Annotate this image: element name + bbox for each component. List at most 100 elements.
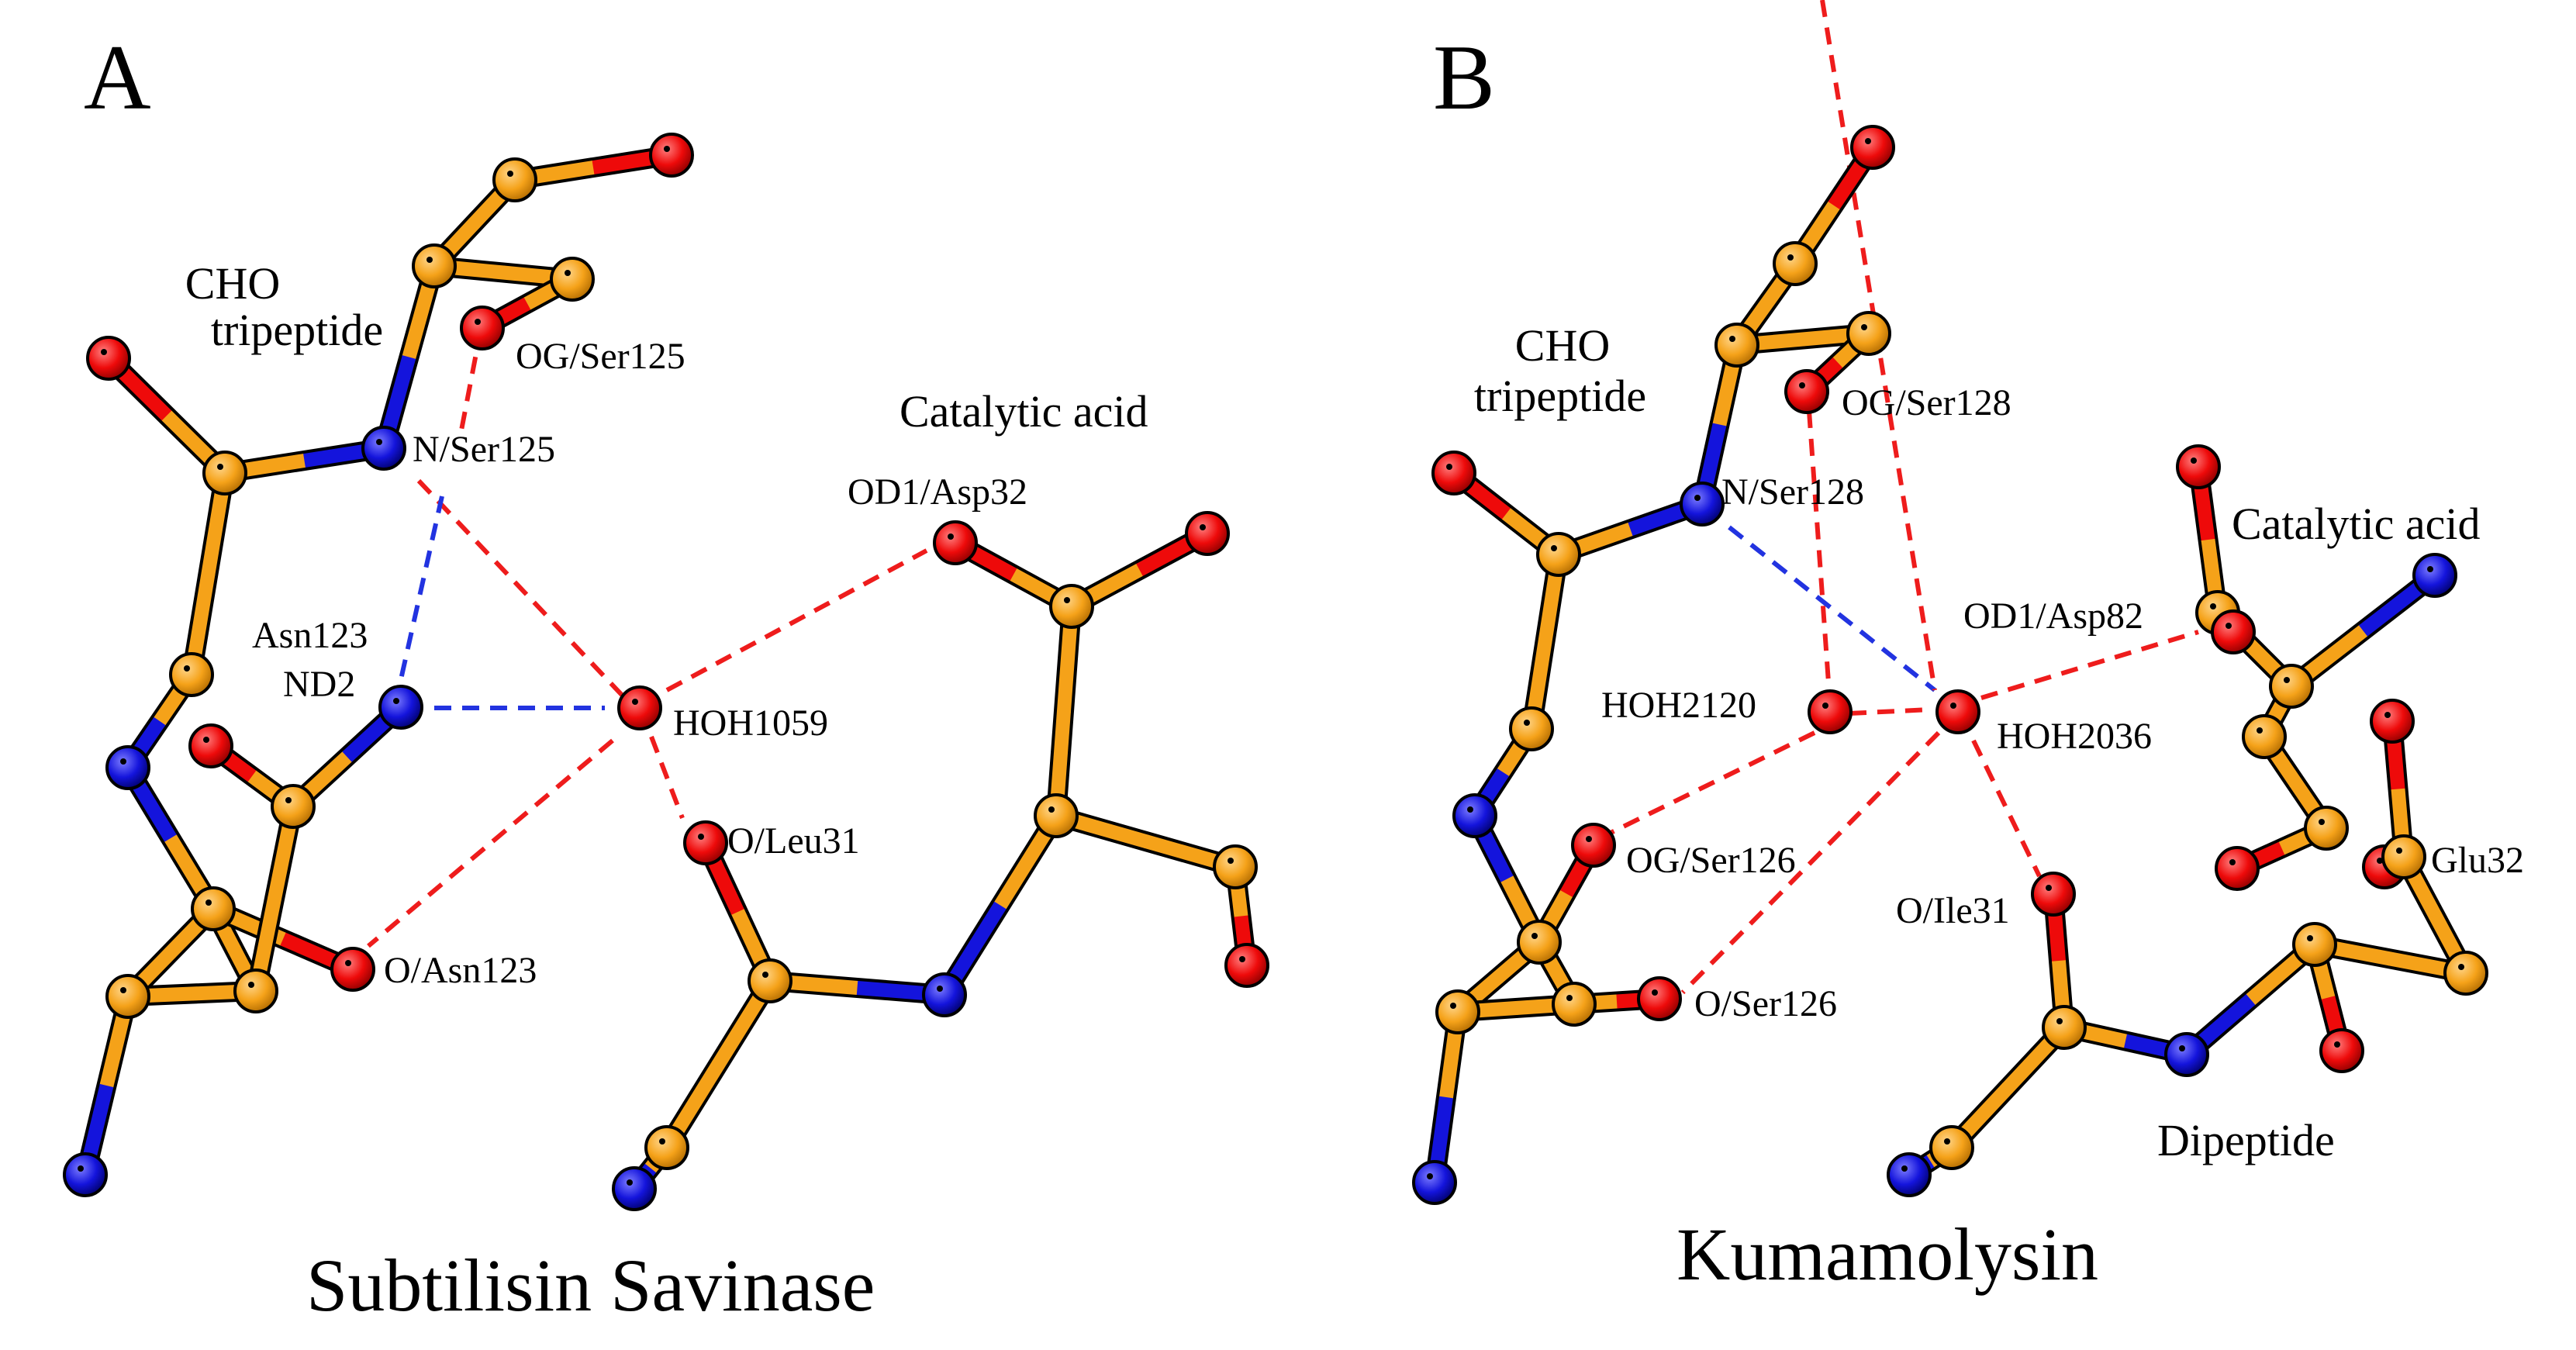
label-glu32: Glu32	[2431, 840, 2524, 881]
carbon-atom	[1517, 920, 1562, 965]
oxygen-atom	[649, 133, 694, 178]
panel-a-atoms	[63, 133, 1269, 1211]
nitrogen-atom	[63, 1152, 108, 1197]
carbon-atom	[492, 157, 537, 202]
label-od1-asp32: OD1/Asp32	[848, 471, 1027, 513]
panel-a-cho-label: CHO	[185, 258, 280, 309]
hbond-n125-hoh	[416, 478, 634, 708]
nitrogen-atom	[1412, 1160, 1457, 1205]
hbond-hoh-oleu	[649, 735, 685, 820]
oxygen-atom	[1784, 369, 1829, 414]
carbon-atom	[202, 451, 247, 495]
label-o-asn123: O/Asn123	[384, 950, 537, 991]
panel-b-bond	[2177, 934, 2325, 1065]
hbond-hoh2120-og126	[1607, 730, 1816, 836]
nitrogen-atom	[2164, 1032, 2209, 1077]
carbon-atom	[550, 257, 595, 302]
label-hoh2120: HOH2120	[1601, 685, 1756, 726]
carbon-atom	[2042, 1005, 2087, 1050]
nitrogen-atom	[361, 426, 406, 471]
panel-a-bond	[1046, 806, 1245, 877]
nitrogen-atom	[105, 745, 150, 790]
oxygen-atom	[2319, 1028, 2364, 1073]
carbon-atom	[271, 784, 316, 829]
panel-a-tripeptide-label: tripeptide	[211, 305, 383, 355]
panel-b-bond	[1521, 544, 1569, 739]
carbon-atom	[412, 243, 457, 288]
panel-b-bond	[1942, 1017, 2074, 1158]
oxygen-atom	[1571, 823, 1616, 868]
carbon-atom	[2269, 664, 2314, 709]
carbon-atom	[2381, 834, 2426, 879]
carbon-atom	[191, 886, 236, 931]
label-nd2: ND2	[283, 664, 355, 705]
panel-a-hbonds	[367, 329, 928, 948]
oxygen-atom	[1808, 689, 1853, 734]
hbond-hoh2036-od1	[1980, 630, 2199, 700]
carbon-atom	[2242, 714, 2287, 759]
panel-b-bond	[1549, 494, 1712, 565]
carbon-atom	[1049, 584, 1094, 629]
label-og-ser126: OG/Ser126	[1626, 840, 1796, 881]
carbon-atom	[233, 968, 278, 1013]
hbond-n128-hoh2036	[1728, 525, 1936, 692]
oxygen-atom	[460, 306, 505, 350]
panel-a-bond	[1062, 523, 1217, 616]
panel-b-letter: B	[1433, 26, 1495, 129]
nitrogen-atom	[1887, 1152, 1932, 1197]
carbon-atom	[1846, 311, 1891, 356]
label-hoh2036: HOH2036	[1997, 716, 2152, 757]
panel-a-bond	[760, 971, 955, 1005]
panel-a-bond	[1046, 596, 1082, 826]
carbon-atom	[169, 652, 214, 697]
panel-a-bond	[934, 806, 1066, 1005]
oxygen-atom	[86, 336, 131, 381]
hbond-hoh-od1	[665, 548, 928, 692]
panel-a: A CHO tripeptide OG/Ser125 N/Ser125 Asn1…	[63, 26, 1269, 1327]
nitrogen-atom	[1452, 793, 1497, 838]
carbon-atom	[2292, 922, 2337, 967]
panel-b-bond	[2281, 565, 2445, 696]
nitrogen-atom	[1680, 482, 1725, 527]
label-n-ser128: N/Ser128	[1721, 471, 1864, 513]
panel-a-catalytic-acid-label: Catalytic acid	[900, 386, 1148, 437]
oxygen-atom	[330, 947, 375, 992]
oxygen-atom	[933, 520, 978, 565]
oxygen-atom	[683, 820, 728, 865]
panel-a-bond	[657, 971, 780, 1158]
oxygen-atom	[2370, 699, 2415, 744]
carbon-atom	[105, 974, 150, 1019]
panel-a-bond	[181, 463, 235, 685]
oxygen-atom	[1935, 689, 1980, 734]
panel-b-atoms	[1412, 125, 2488, 1205]
panel-b-residues	[1412, 125, 2488, 1205]
panel-b-bonds	[1424, 137, 2476, 1193]
carbon-atom	[1509, 706, 1554, 751]
label-asn123: Asn123	[252, 615, 368, 656]
carbon-atom	[1034, 793, 1079, 838]
nitrogen-atom	[2412, 553, 2457, 598]
carbon-atom	[1714, 323, 1759, 368]
label-od1-asp82: OD1/Asp82	[1963, 596, 2143, 637]
carbon-atom	[1773, 241, 1818, 286]
hbond-n125-nd2	[397, 495, 444, 687]
panel-a-residues	[63, 133, 1269, 1211]
oxygen-atom	[1637, 976, 1682, 1021]
oxygen-atom	[1185, 511, 1230, 556]
carbon-atom	[1552, 982, 1597, 1027]
carbon-atom	[2443, 951, 2488, 996]
panel-b-catalytic-acid-label: Catalytic acid	[2232, 499, 2480, 549]
panel-a-bond	[696, 833, 780, 991]
hbond-hoh2120-hoh2036	[1849, 707, 1932, 716]
oxygen-atom	[617, 685, 662, 730]
nitrogen-atom	[612, 1166, 657, 1211]
hbond-og125-hoh	[458, 329, 483, 435]
panel-b-tripeptide-label: tripeptide	[1474, 371, 1646, 421]
panel-a-bond	[215, 438, 394, 483]
label-og-ser128: OG/Ser128	[1842, 382, 2011, 423]
carbon-atom	[1213, 844, 1258, 889]
oxygen-atom	[2031, 872, 2076, 917]
label-hoh1059: HOH1059	[673, 703, 828, 744]
carbon-atom	[1435, 989, 1480, 1034]
